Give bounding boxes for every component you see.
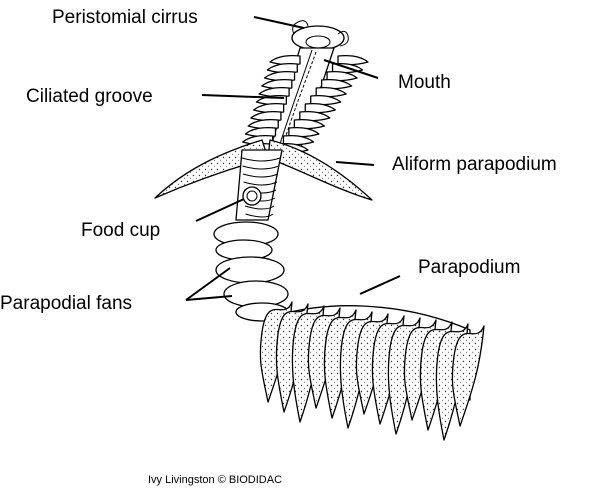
leader-lines: [185, 16, 401, 301]
credit-line: Ivy Livingston © BIODIDAC: [148, 474, 283, 486]
label-ciliated-groove: Ciliated groove: [26, 86, 153, 107]
posterior-region: [259, 301, 485, 441]
worm-head: [291, 20, 349, 51]
label-mouth: Mouth: [398, 72, 451, 93]
label-parapodium: Parapodium: [418, 257, 521, 278]
mid-body: [235, 149, 283, 221]
label-peristomial-cirrus: Peristomial cirrus: [52, 7, 198, 28]
label-food-cup: Food cup: [81, 220, 161, 241]
anterior-region: [239, 47, 369, 154]
label-parapodial-fans: Parapodial fans: [0, 293, 133, 314]
label-aliform-parapodium: Aliform parapodium: [392, 154, 557, 175]
food-cup-shape: [242, 186, 262, 206]
aliform-parapodia: [154, 139, 373, 201]
